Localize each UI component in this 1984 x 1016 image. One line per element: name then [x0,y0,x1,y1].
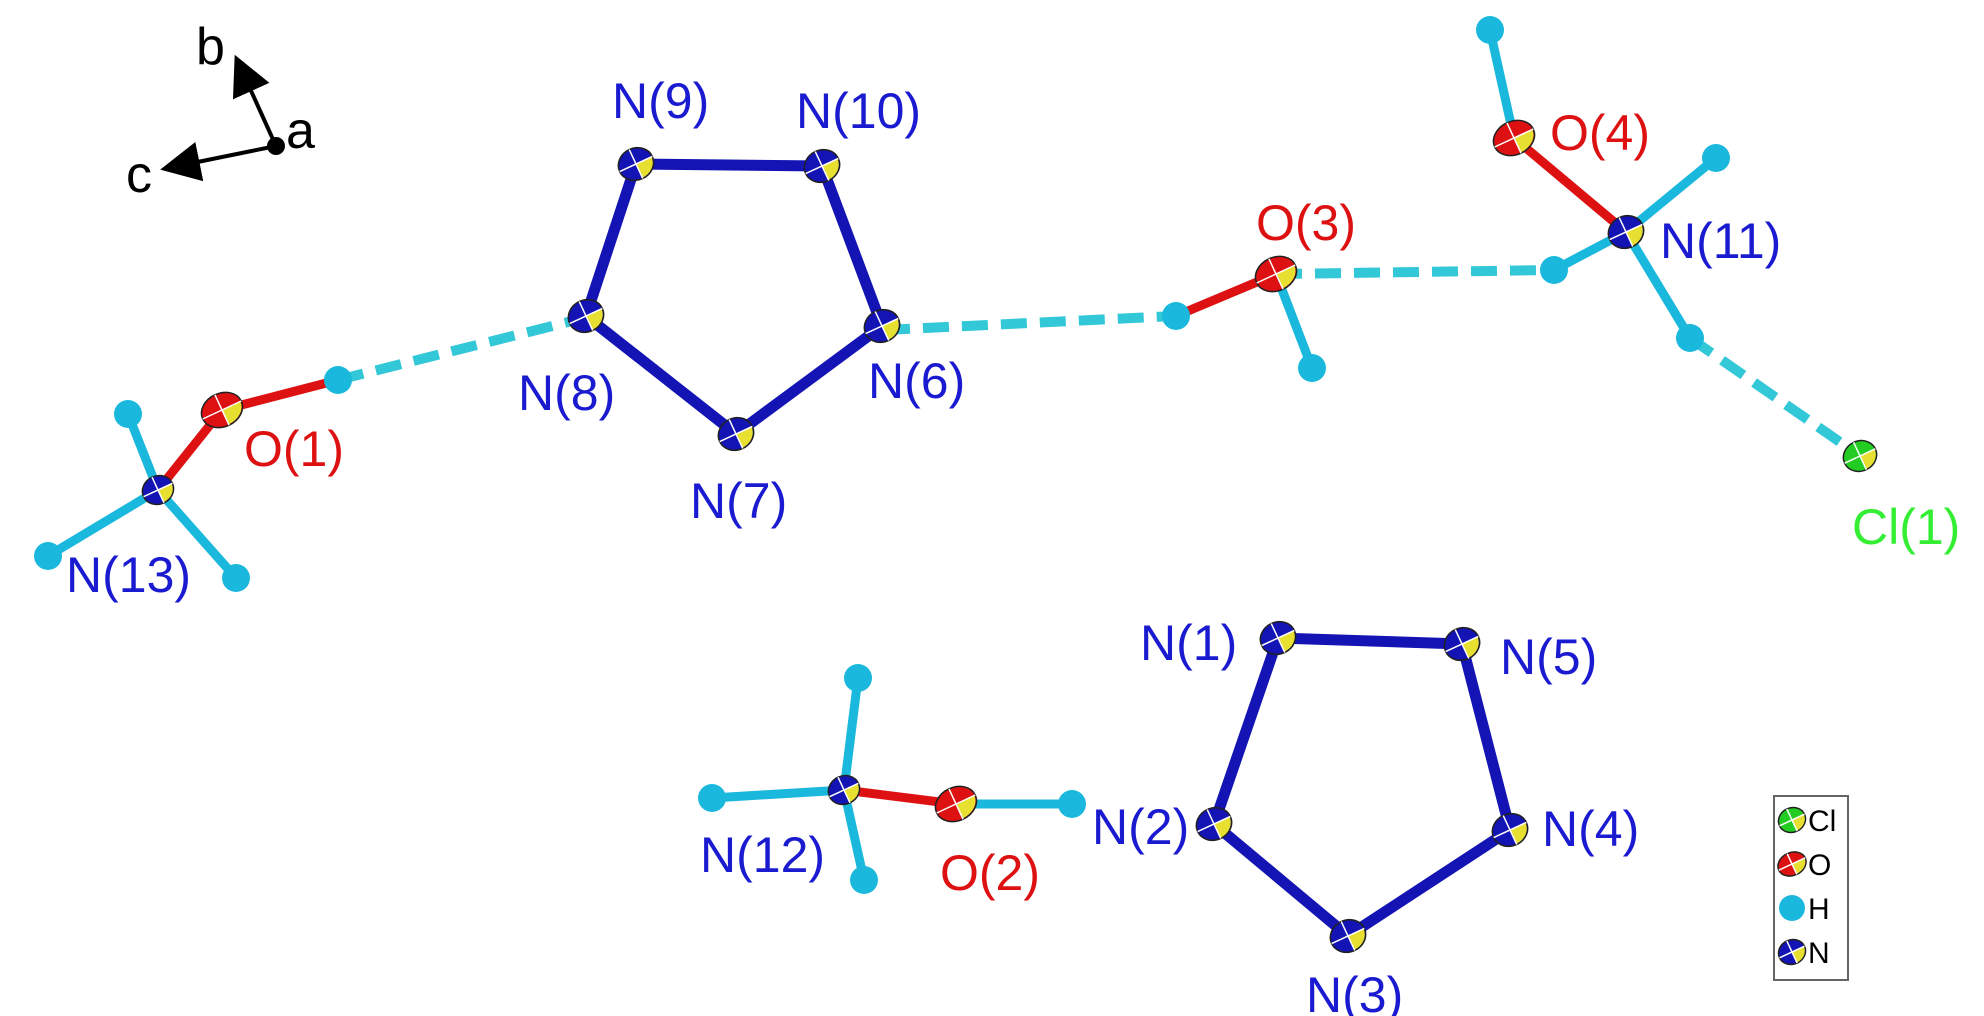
atom-label-n5: N(5) [1500,629,1597,685]
axis-a-label: a [286,102,315,160]
legend-swatch-h [1779,895,1805,921]
atom-n12 [827,774,861,806]
bond-n12-h2 [707,785,849,803]
hydrogen-atom [324,366,352,394]
hbond-o3-h-n11 [1275,265,1555,279]
tetrazole-ring-upper [580,158,888,440]
hydrogen-atom [1058,790,1086,818]
atom-o4 [1492,119,1536,157]
atom-label-o1: O(1) [244,421,344,477]
legend-label-cl: Cl [1808,805,1836,838]
atom-label-n6: N(6) [868,353,965,409]
hydrogen-atoms [34,16,1730,894]
atom-label-n12: N(12) [700,827,825,883]
legend-swatch-o [1777,851,1807,877]
hydrogen-atom [114,400,142,428]
hbond-o1-n8 [336,313,586,385]
atom-label-n10: N(10) [796,83,921,139]
atom-label-cl1: Cl(1) [1852,499,1960,555]
bond-o4-n11 [1509,133,1631,237]
atom-label-n13: N(13) [66,547,191,603]
bond-n11-h3 [1621,227,1695,343]
atom-n4 [1491,812,1529,848]
bond-o4-h [1485,25,1519,143]
hydrogen-atom [850,866,878,894]
atom-n6 [863,308,901,344]
bond-n12-h3 [839,785,869,885]
legend-swatch-n [1777,938,1807,966]
hydrogen-atom [1162,302,1190,330]
legend-label-n: N [1808,937,1830,970]
atom-label-n2: N(2) [1092,799,1189,855]
atom-n1 [1259,620,1297,656]
atom-n11 [1607,214,1645,250]
atom-n5 [1443,626,1481,662]
atom-n7 [717,416,755,452]
atom-label-n7: N(7) [690,473,787,529]
axis-b-arrow [232,54,278,147]
hydrogen-atom [844,664,872,692]
atom-n8 [567,298,605,334]
axis-c-arrow [160,142,277,182]
hydrogen-atom [1676,324,1704,352]
atom-n9 [617,146,655,182]
atom-n3 [1329,918,1367,954]
atom-n10 [803,148,841,184]
atom-label-n11: N(11) [1660,213,1781,269]
atom-labels: N(9) N(10) N(8) N(6) N(7) N(1) N(5) N(2) N(4) N(3… [66,73,1960,1016]
tetrazole-ring-lower [1208,632,1516,942]
axis-c-label: c [126,146,152,204]
bond-n13-h3 [153,485,241,583]
legend-frame [1773,795,1849,981]
hydrogen-atom [222,564,250,592]
hydrogen-atom [1298,354,1326,382]
atom-label-n9: N(9) [612,73,709,129]
covalent-bonds [43,25,1721,942]
atom-n13 [141,474,175,506]
atom-label-o2: O(2) [940,845,1040,901]
axis-b-label: b [196,18,225,76]
hydrogen-atom [1476,16,1504,44]
hydrogen-atom [698,784,726,812]
atom-n2 [1195,806,1233,842]
atom-label-n3: N(3) [1306,967,1403,1016]
atom-label-n4: N(4) [1542,801,1639,857]
axis-a-dot [267,137,285,155]
heavy-atoms [141,119,1878,954]
hydrogen-bonds [336,265,1863,461]
legend-label-h: H [1808,893,1830,926]
bond-n12-h1 [839,673,863,795]
atom-label-o4: O(4) [1550,105,1650,161]
bond-n11-h1 [1621,153,1721,237]
hydrogen-atom [1540,256,1568,284]
atom-o1 [200,391,244,429]
atom-label-n1: N(1) [1140,615,1237,671]
atom-o2 [934,785,978,823]
bond-n13-h2 [43,485,163,561]
atom-o3 [1254,255,1298,293]
hbond-n11-h-cl1 [1687,333,1863,461]
legend-label-o: O [1808,849,1831,882]
axis-indicator: b a c [126,18,315,204]
atom-cl1 [1842,439,1878,473]
hydrogen-atom [34,542,62,570]
hbond-n6-h-o3 [883,311,1177,335]
legend-swatch-cl [1777,806,1807,834]
atom-label-o3: O(3) [1256,195,1356,251]
atom-label-n8: N(8) [518,365,615,421]
hydrogen-atom [1702,144,1730,172]
